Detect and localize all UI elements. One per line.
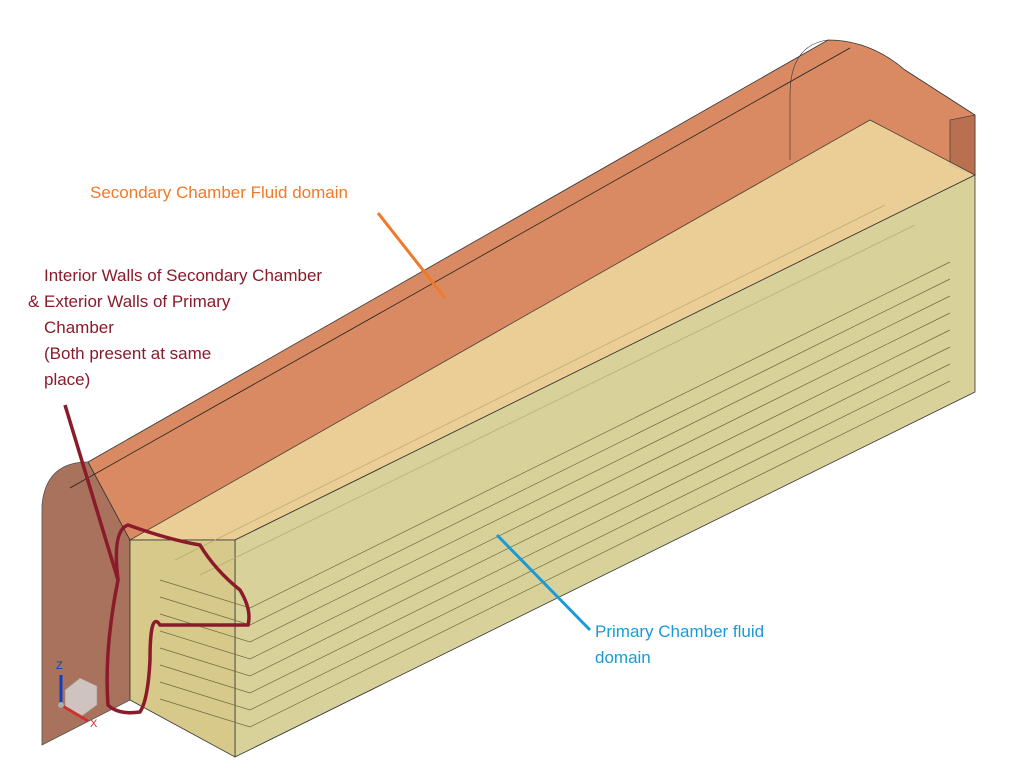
walls-label: & Interior Walls of Secondary Chamber Ex… [28,263,322,393]
walls-label-line: place) [44,370,91,389]
z-axis-label: Z [56,660,63,672]
wall-leader-line [63,404,120,581]
walls-label-line: (Both present at same [44,344,212,363]
walls-label-line: Interior Walls of Secondary Chamber [44,266,323,285]
primary-label-line: domain [595,648,651,667]
primary-leader-line [495,533,592,632]
primary-chamber [128,119,976,758]
plates [159,204,951,728]
primary-chamber-label: Primary Chamber fluid domain [595,619,764,671]
walls-label-line: Chamber [44,318,114,337]
secondary-chamber-label: Secondary Chamber Fluid domain [90,183,348,202]
x-axis-label: X [90,718,98,730]
axis-triad [58,675,98,723]
walls-label-amp: & [28,292,40,311]
secondary-leader-line [376,212,447,299]
wall-highlight-loop [105,523,251,715]
x-axis-icon [60,703,89,723]
primary-label-line: Primary Chamber fluid [595,622,765,641]
walls-label-line: Exterior Walls of Primary [44,292,231,311]
